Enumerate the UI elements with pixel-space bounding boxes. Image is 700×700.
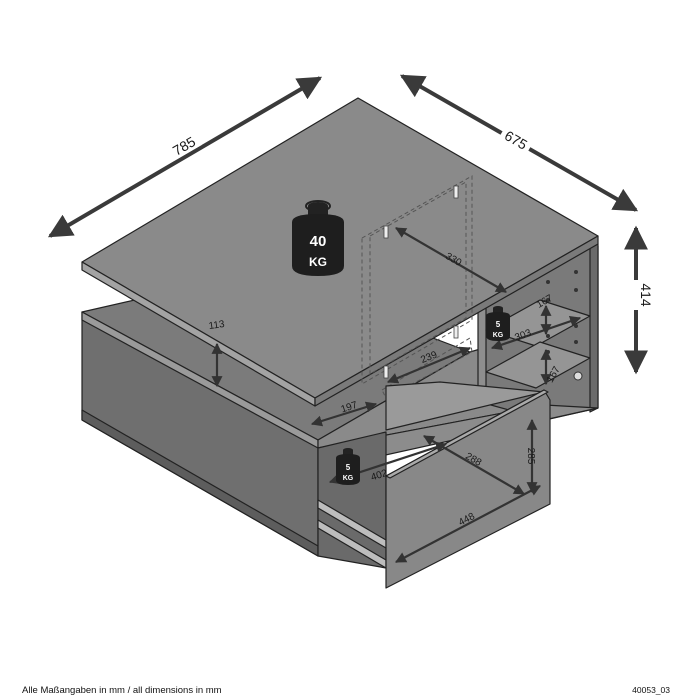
niche-depth-arrow [395, 227, 507, 293]
height-label: 414 [638, 283, 654, 307]
inner-dimension-lines [211, 227, 582, 563]
shelf-depth-arrow [490, 315, 582, 351]
weight-top-icon: 40 KG [292, 200, 344, 276]
weight-drawer-icon: 5 KG [336, 448, 360, 485]
weight-top-unit: KG [309, 255, 327, 269]
weight-shelf-value: 5 [496, 320, 501, 329]
front-gap-label: 197 [340, 400, 360, 416]
right-side-panel [589, 243, 599, 413]
weight-drawer-value: 5 [346, 463, 351, 472]
dimension-labels: 785 675 414 113 330 239 197 167 167 303 … [166, 125, 654, 529]
weight-shelf-unit: KG [493, 332, 504, 339]
cable-hole [573, 371, 583, 381]
niche-width-arrow [386, 346, 472, 384]
top-clearance-label: 113 [208, 319, 226, 332]
weight-shelf-icon: 5 KG [486, 306, 510, 341]
lower-shelf [485, 341, 591, 389]
footer-drawing-code: 40053_03 [632, 685, 670, 695]
drawer-height-label: 285 [525, 448, 536, 465]
drawer-inner-width-arrow [423, 435, 525, 495]
width-arrow [47, 76, 323, 238]
drawer-depth-label: 402 [370, 468, 390, 484]
drawer-width-arrow [395, 485, 541, 563]
front-gap-arrow [310, 401, 378, 427]
footer-units-note: Alle Maßangaben in mm / all dimensions i… [22, 685, 222, 696]
weight-drawer-unit: KG [343, 475, 354, 482]
weight-top-value: 40 [310, 233, 327, 250]
